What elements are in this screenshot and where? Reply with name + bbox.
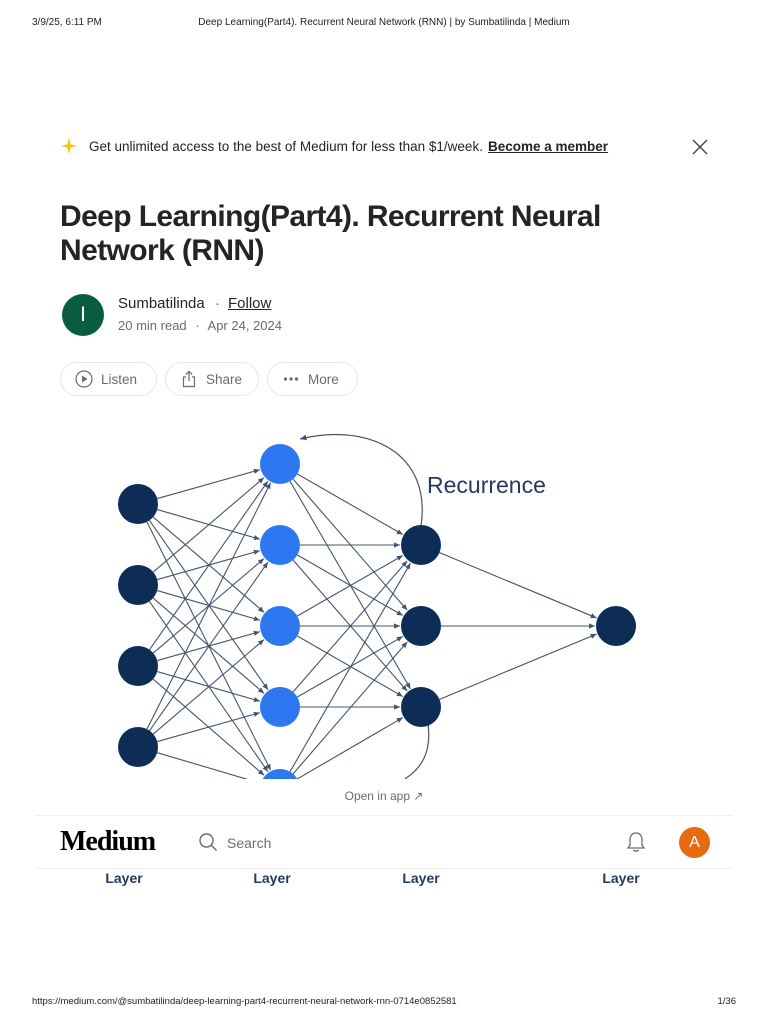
print-footer: https://medium.com/@sumbatilinda/deep-le…	[0, 994, 768, 1010]
neuron-node-layer-2	[260, 444, 300, 484]
listen-label: Listen	[101, 371, 138, 387]
neuron-node-layer-1	[118, 646, 158, 686]
neuron-node-layer-1	[118, 727, 158, 767]
neuron-node-layer-2	[260, 687, 300, 727]
neuron-node-layer-3	[401, 606, 441, 646]
neuron-node-layer-3	[401, 525, 441, 565]
neuron-node-layer-1	[118, 565, 158, 605]
publish-date: Apr 24, 2024	[207, 318, 282, 333]
connection-edge	[152, 639, 265, 735]
layer-label-3: Layer	[402, 870, 440, 886]
layer-label-1: Layer	[105, 870, 143, 886]
connection-edge	[297, 717, 404, 779]
connection-edge	[297, 473, 404, 536]
become-member-link[interactable]: Become a member	[488, 139, 609, 154]
connection-edge	[149, 480, 269, 650]
connection-edge	[152, 477, 265, 573]
medium-navbar: Medium A	[35, 815, 733, 869]
membership-banner: Get unlimited access to the best of Medi…	[60, 133, 710, 161]
medium-logo[interactable]: Medium	[60, 826, 156, 857]
close-icon[interactable]	[690, 137, 710, 157]
connection-edge	[157, 468, 260, 500]
search-input[interactable]	[225, 832, 429, 854]
share-label: Share	[206, 371, 243, 387]
connection-edge	[292, 560, 408, 693]
page-number: 1/36	[717, 996, 737, 1007]
more-label: More	[308, 371, 339, 387]
listen-button[interactable]: Listen	[60, 362, 157, 396]
connection-edge	[297, 554, 404, 617]
follow-button[interactable]: Follow	[228, 295, 272, 312]
recurrence-loop-top	[299, 434, 423, 527]
connection-edge	[157, 711, 260, 743]
sparkle-icon	[60, 137, 78, 155]
more-button[interactable]: More	[267, 362, 358, 396]
connection-edge	[157, 752, 260, 779]
author-name[interactable]: Sumbatilinda	[118, 295, 205, 312]
read-time: 20 min read	[118, 318, 187, 333]
layer-label-2: Layer	[253, 870, 291, 886]
page-url: https://medium.com/@sumbatilinda/deep-le…	[32, 996, 457, 1007]
neuron-node-layer-3	[401, 687, 441, 727]
article-meta: 20 min read · Apr 24, 2024	[118, 318, 287, 333]
meta-separator: ·	[195, 318, 200, 333]
network-nodes	[118, 444, 636, 779]
open-in-app-link[interactable]: Open in app ↗	[344, 789, 424, 803]
banner-text: Get unlimited access to the best of Medi…	[89, 139, 483, 154]
layer-labels: Layer Layer Layer Layer	[0, 870, 768, 890]
connection-edge	[292, 641, 408, 775]
user-avatar[interactable]: A	[679, 827, 710, 858]
neuron-node-layer-2	[260, 525, 300, 565]
neuron-node-layer-2	[262, 769, 298, 779]
share-icon	[182, 370, 196, 388]
author-avatar[interactable]: I	[62, 294, 104, 336]
bell-icon[interactable]	[625, 830, 647, 854]
rnn-diagram-figure: Recurrence	[60, 424, 710, 779]
connection-edge	[149, 561, 269, 731]
recurrence-label: Recurrence	[427, 472, 546, 498]
neuron-node-layer-4	[596, 606, 636, 646]
print-date: 3/9/25, 6:11 PM	[32, 17, 102, 28]
rnn-diagram: Recurrence	[118, 434, 636, 779]
print-title: Deep Learning(Part4). Recurrent Neural N…	[198, 17, 570, 28]
play-icon	[75, 370, 93, 388]
neuron-node-layer-1	[118, 484, 158, 524]
print-header: 3/9/25, 6:11 PM Deep Learning(Part4). Re…	[0, 12, 768, 34]
layer-label-4: Layer	[602, 870, 640, 886]
share-button[interactable]: Share	[165, 362, 259, 396]
article-title: Deep Learning(Part4). Recurrent Neural N…	[60, 200, 601, 267]
connection-edges	[146, 468, 597, 779]
connection-edge	[289, 562, 411, 772]
more-icon	[283, 377, 299, 381]
connection-edge	[439, 633, 597, 700]
separator: ·	[215, 295, 220, 312]
connection-edge	[439, 552, 597, 619]
neuron-node-layer-2	[260, 606, 300, 646]
search-icon[interactable]	[198, 832, 218, 852]
connection-edge	[146, 482, 272, 730]
recurrence-loop-bottom	[404, 723, 430, 779]
